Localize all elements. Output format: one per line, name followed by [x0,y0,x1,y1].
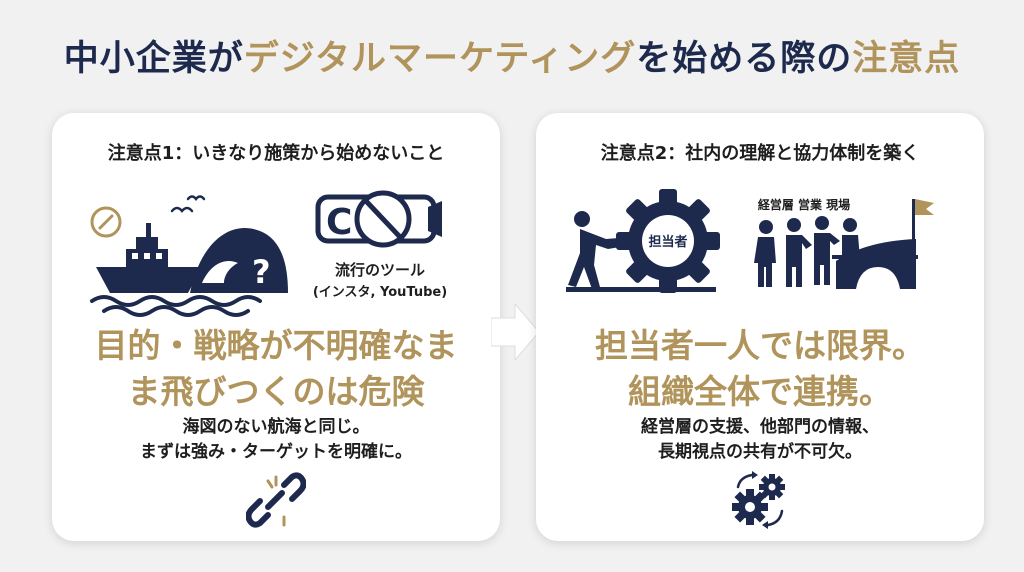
trend-tool-sub: (インスタ, YouTube) [313,285,447,300]
title-part-4: 注意点 [852,39,961,79]
card-2-main-message: 担当者一人では限界。 組織全体で連携。 [536,323,984,415]
card-2-main-line-2: 組織全体で連携。 [628,372,892,411]
card-2-main-line-1: 担当者一人では限界。 [595,326,925,365]
title-part-2: デジタルマーケティング [243,39,637,79]
card-2-illustration: 担当者 経営層 営業 現場 [566,189,934,293]
no-video-icon: C [315,190,442,248]
card-1-main-line-1: 目的・戦略が不明確なま [94,326,458,365]
gear-label: 担当者 [648,234,687,250]
next-arrow [491,304,539,360]
birds-icon [170,195,206,213]
card-1-illustration: ? C 流行のツール (インスタ, YouTube) [90,190,447,317]
card-1-description: 海図のない航海と同じ。 まずは強み・ターゲットを明確に。 [52,415,500,465]
gears-cycle-icon [732,471,785,529]
card-1-main-line-2: ま飛びつくのは危険 [127,372,425,411]
card-1-heading: 注意点1：いきなり施策から始めないこと [107,143,445,164]
card-1-desc-line-2: まずは強み・ターゲットを明確に。 [140,442,412,462]
flag-icon [912,199,934,241]
broken-link-icon [246,472,306,528]
card-2-description: 経営層の支援、他部門の情報、 長期視点の共有が不可欠。 [536,415,984,465]
card-1-main-message: 目的・戦略が不明確なま ま飛びつくのは危険 [52,323,500,415]
tool-brand-letter: C [326,202,352,243]
gear-icon: 担当者 [616,189,720,293]
card-2-desc-line-2: 長期視点の共有が不可欠。 [658,442,862,462]
wave-icon: ? [190,227,288,293]
trend-tool-label: 流行のツール [335,261,425,279]
sea-waves [90,295,262,317]
ship-icon [96,223,202,293]
title-part-3: を始める際の [636,39,853,79]
team-label: 経営層 営業 現場 [758,197,850,212]
caution-card-2: 注意点2：社内の理解と協力体制を築く 担当者 経営層 営業 現場 [536,113,984,541]
title-part-1: 中小企業が [63,39,244,79]
card-2-desc-line-1: 経営層の支援、他部門の情報、 [641,417,879,437]
compass-icon [90,206,122,238]
question-mark: ? [252,253,271,291]
team-on-bridge-icon [754,216,918,289]
card-2-heading: 注意点2：社内の理解と協力体制を築く [600,143,920,164]
card-1-desc-line-1: 海図のない航海と同じ。 [182,417,370,437]
page-title: 中小企業がデジタルマーケティングを始める際の注意点 [0,30,1024,81]
caution-card-1: 注意点1：いきなり施策から始めないこと ? [52,113,500,541]
